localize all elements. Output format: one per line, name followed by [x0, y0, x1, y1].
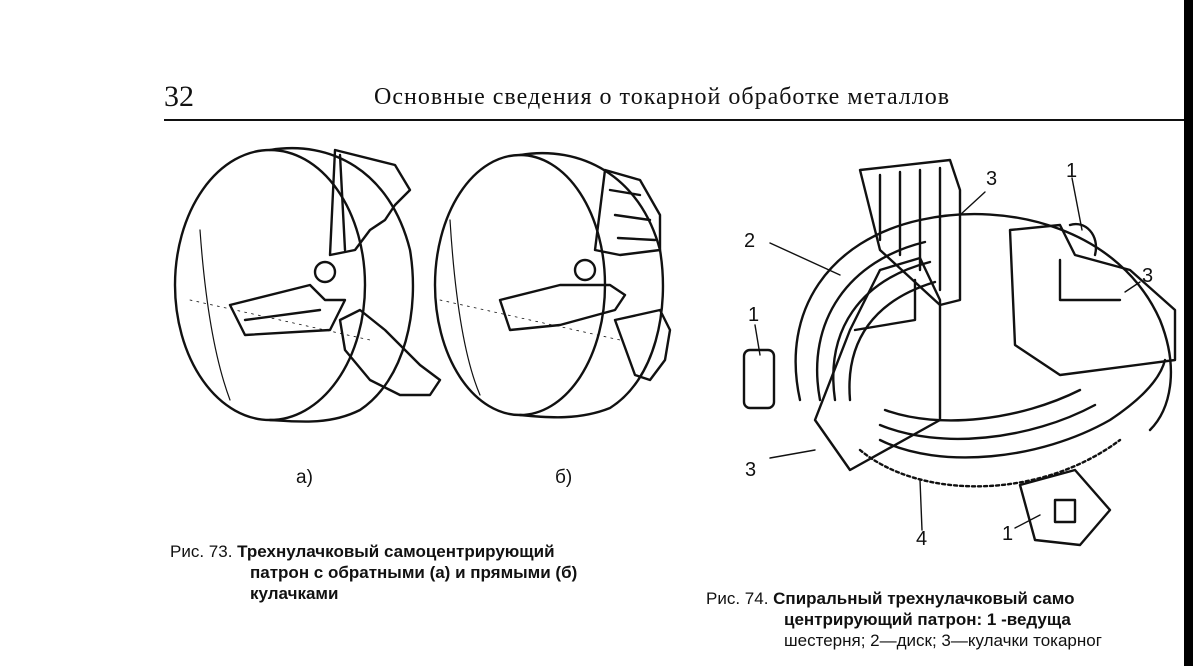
figure73-label-b: б): [555, 467, 573, 488]
callout-1-top: 1: [1066, 160, 1078, 182]
callout-3-bottom: 3: [745, 459, 757, 481]
header-rule: [164, 119, 1193, 121]
scan-edge-shadow: [1184, 0, 1193, 666]
spiral-chuck-drawing: [742, 158, 1177, 547]
chuck-straight-jaws-drawing: [433, 151, 672, 419]
figure73-caption-line3: кулачками: [250, 584, 339, 603]
figure73-caption: Рис. 73. Трехнулачковый самоцентрирующий…: [170, 541, 690, 604]
callout-1-left: 1: [748, 304, 760, 326]
callout-1-bottom: 1: [1002, 523, 1014, 545]
figure74-caption-line3: шестерня; 2—диск; 3—кулачки токарног: [784, 631, 1102, 650]
figure73-label-a: а): [296, 467, 313, 488]
callout-leaders: [754, 177, 1141, 531]
figure74-caption-prefix: Рис. 74.: [706, 589, 769, 608]
callout-4: 4: [916, 528, 928, 550]
figure74-caption-line1: Спиральный трехнулачковый само: [773, 589, 1075, 608]
page-number: 32: [164, 80, 194, 113]
running-header: Основные сведения о токарной обработке м…: [374, 84, 951, 110]
callout-3-right: 3: [1142, 265, 1154, 287]
figure73-caption-line2: патрон с обратными (а) и прямыми (б): [250, 563, 578, 582]
callout-3-top: 3: [986, 168, 998, 190]
figure73-caption-line1: Трехнулачковый самоцентрирующий: [237, 542, 555, 561]
figure74-caption-line2: центрирующий патрон: 1 -ведуща: [784, 610, 1071, 629]
chuck-reverse-jaws-drawing: [173, 146, 442, 423]
figure74-caption: Рис. 74. Спиральный трехнулачковый само …: [706, 588, 1193, 651]
callout-2: 2: [744, 230, 756, 252]
figure73-caption-prefix: Рис. 73.: [170, 542, 233, 561]
